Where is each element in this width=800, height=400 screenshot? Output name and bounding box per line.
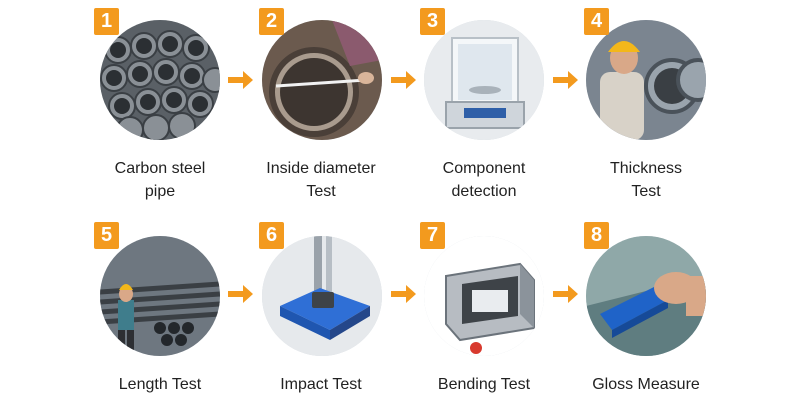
length-test-photo	[100, 236, 220, 356]
arrow-right-icon	[553, 71, 578, 89]
step-5: 5 Length Test	[70, 214, 250, 400]
step-3-label: Component detection	[442, 160, 526, 200]
step-1-badge: 1	[94, 8, 119, 35]
step-3-badge: 3	[420, 8, 445, 35]
arrow-right-icon	[553, 285, 578, 303]
step-5-badge: 5	[94, 222, 119, 249]
step-8-badge: 8	[584, 222, 609, 249]
analytical-balance-photo	[424, 20, 544, 140]
step-7-badge: 7	[420, 222, 445, 249]
step-4: 4 Thickness Test	[556, 0, 736, 210]
step-6: 6 Impact Test	[232, 214, 412, 400]
step-7-label: Bending Test	[437, 376, 531, 393]
step-6-label: Impact Test	[280, 376, 362, 393]
step-1-label: Carbon steel pipe	[114, 160, 206, 200]
arrow-right-icon	[391, 285, 416, 303]
step-1: 1 Carbon steel pipe	[70, 0, 250, 210]
gloss-meter-photo	[586, 236, 706, 356]
step-3: 3 Component detection	[394, 0, 574, 210]
step-2-label: Inside diameter Test	[266, 160, 376, 200]
step-2: 2 Inside diameter Test	[232, 0, 412, 210]
thickness-test-photo	[586, 20, 706, 140]
step-8: 8 Gloss Measure	[556, 214, 736, 400]
step-6-badge: 6	[259, 222, 284, 249]
impact-tester-photo	[262, 236, 382, 356]
step-4-label: Thickness Test	[609, 160, 683, 200]
step-5-label: Length Test	[118, 376, 202, 393]
step-4-badge: 4	[584, 8, 609, 35]
step-7: 7 Bending Test	[394, 214, 574, 400]
bending-tester-photo	[424, 236, 544, 356]
step-2-badge: 2	[259, 8, 284, 35]
step-8-label: Gloss Measure	[592, 376, 700, 393]
arrow-right-icon	[391, 71, 416, 89]
steel-pipes-photo	[100, 20, 220, 140]
arrow-right-icon	[228, 71, 253, 89]
inside-diameter-photo	[262, 20, 382, 140]
arrow-right-icon	[228, 285, 253, 303]
